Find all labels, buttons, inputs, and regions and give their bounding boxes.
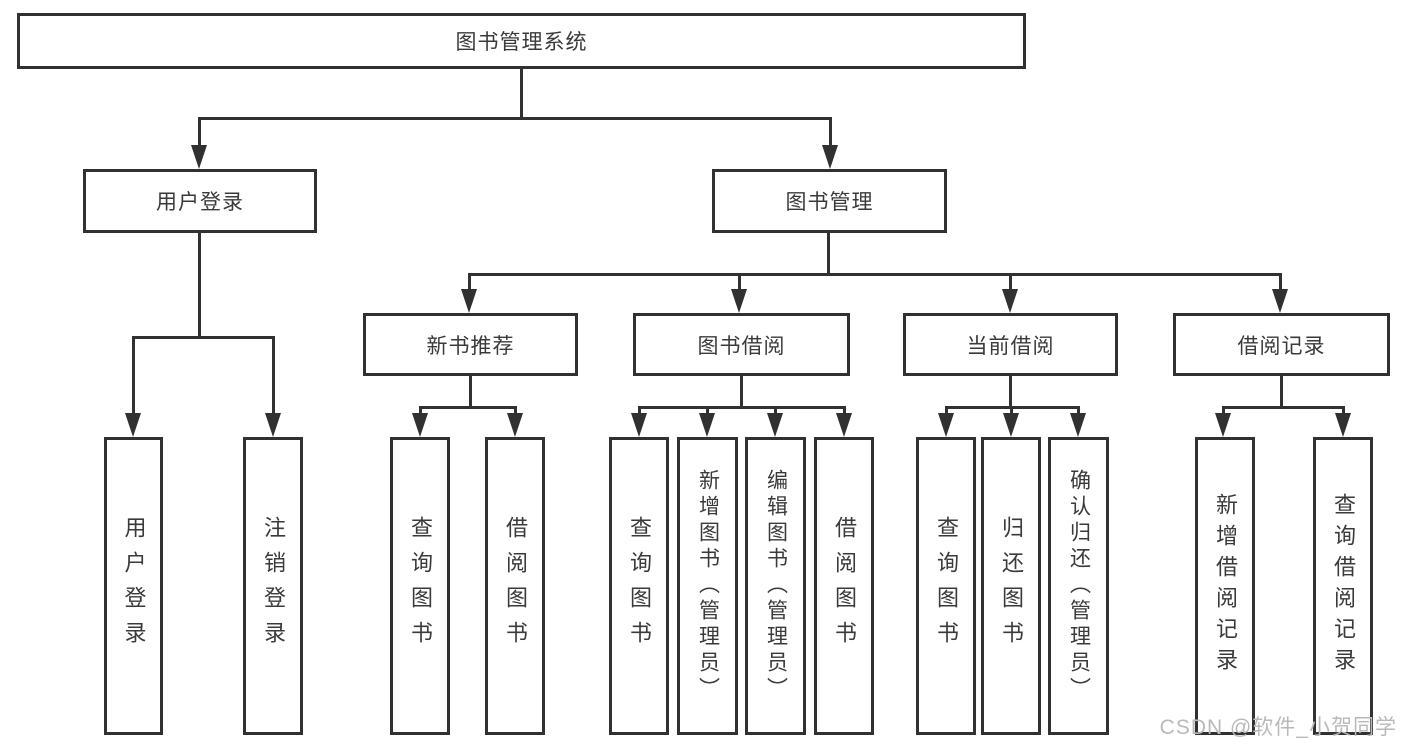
connector-arm xyxy=(1342,406,1345,416)
connector-arm xyxy=(1009,273,1012,292)
node-current-borrow: 当前借阅 xyxy=(903,313,1118,376)
node-book-management: 图书管理 xyxy=(712,169,947,233)
arrow-down xyxy=(191,145,207,169)
connector-arm xyxy=(843,406,846,416)
arrow-down xyxy=(1335,413,1351,437)
connector-level3-rail xyxy=(468,273,1281,276)
node-user-login: 用户登录 xyxy=(83,169,317,233)
connector-stub xyxy=(740,376,743,408)
connector-stub xyxy=(198,233,201,337)
arrow-down xyxy=(1070,413,1086,437)
csdn-watermark: CSDN @软件_小贺同学 xyxy=(1159,716,1397,739)
connector-arm xyxy=(419,406,422,416)
connector-root-stub xyxy=(520,67,523,120)
connector-arm xyxy=(514,406,517,416)
leaf-user-login: 用户登录 xyxy=(104,437,163,735)
leaf-borrow-books-recommend: 借阅图书 xyxy=(485,437,545,735)
leaf-return-book: 归还图书 xyxy=(981,437,1041,735)
arrow-down xyxy=(1002,289,1018,313)
connector-arm xyxy=(829,118,832,147)
connector-arm xyxy=(945,406,948,416)
arrow-down xyxy=(507,413,523,437)
connector-arm xyxy=(132,336,135,416)
connector-arm xyxy=(774,406,777,416)
connector-leaf-rail xyxy=(638,406,845,409)
connector-leaf-rail xyxy=(1222,406,1344,409)
leaf-borrow-books: 借阅图书 xyxy=(814,437,874,735)
node-borrow-records: 借阅记录 xyxy=(1173,313,1390,376)
connector-arm xyxy=(1077,406,1080,416)
leaf-query-books-borrow: 查询图书 xyxy=(609,437,669,735)
arrow-down xyxy=(731,289,747,313)
arrow-down xyxy=(767,413,783,437)
leaf-add-borrow-record: 新增借阅记录 xyxy=(1195,437,1255,735)
arrow-down xyxy=(836,413,852,437)
arrow-down xyxy=(1215,413,1231,437)
leaf-add-book-admin: 新增图书（管理员） xyxy=(677,437,738,735)
node-new-book-recommend: 新书推荐 xyxy=(363,313,578,376)
arrow-down xyxy=(1272,289,1288,313)
arrow-down xyxy=(125,413,141,437)
leaf-edit-book-admin: 编辑图书（管理员） xyxy=(745,437,806,735)
arrow-down xyxy=(412,413,428,437)
connector-arm xyxy=(1279,273,1282,292)
leaf-confirm-return-admin: 确认归还（管理员） xyxy=(1048,437,1109,735)
connector-arm xyxy=(706,406,709,416)
connector-arm xyxy=(1222,406,1225,416)
connector-stub xyxy=(469,376,472,408)
connector-arm xyxy=(638,406,641,416)
arrow-down xyxy=(631,413,647,437)
arrow-down xyxy=(822,145,838,169)
connector-arm xyxy=(738,273,741,292)
node-root: 图书管理系统 xyxy=(17,13,1026,69)
leaf-query-books-current: 查询图书 xyxy=(916,437,976,735)
node-book-borrow: 图书借阅 xyxy=(633,313,850,376)
connector-leaf-rail xyxy=(419,406,516,409)
leaf-query-books-recommend: 查询图书 xyxy=(390,437,450,735)
leaf-logout: 注销登录 xyxy=(243,437,303,735)
arrow-down xyxy=(265,413,281,437)
connector-arm xyxy=(468,273,471,292)
connector-stub xyxy=(1280,376,1283,408)
connector-stub xyxy=(1009,376,1012,408)
arrow-down xyxy=(699,413,715,437)
arrow-down xyxy=(1003,413,1019,437)
leaf-query-borrow-record: 查询借阅记录 xyxy=(1313,437,1373,735)
connector-level2-rail xyxy=(198,117,832,120)
connector-arm xyxy=(272,336,275,416)
connector-arm xyxy=(1010,406,1013,416)
connector-arm xyxy=(198,118,201,147)
connector-login-rail xyxy=(132,336,274,339)
arrow-down xyxy=(938,413,954,437)
arrow-down xyxy=(461,289,477,313)
connector-stub xyxy=(827,233,830,275)
